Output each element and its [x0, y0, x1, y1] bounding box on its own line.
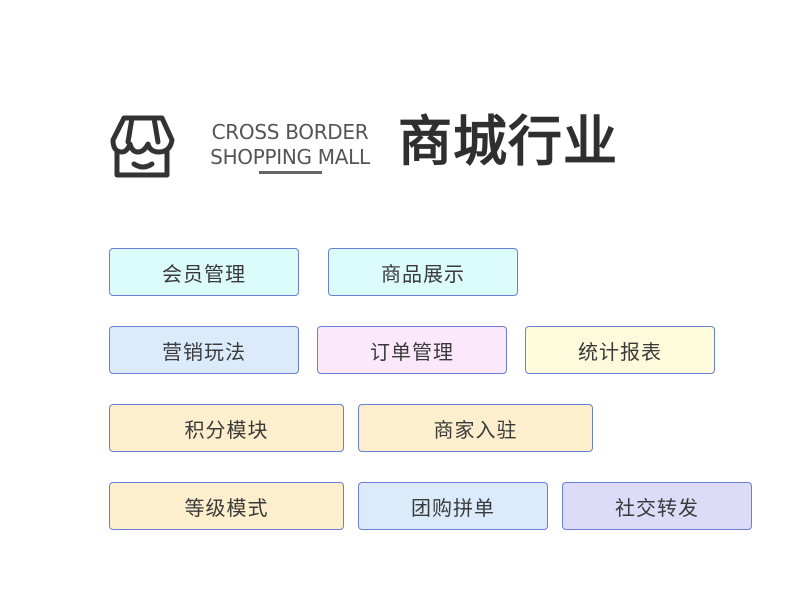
page-title: 商城行业	[398, 110, 618, 173]
tag-social-sharing[interactable]: 社交转发	[562, 482, 752, 530]
tag-member-management[interactable]: 会员管理	[109, 248, 299, 296]
storefront-icon	[110, 115, 175, 178]
tag-product-display[interactable]: 商品展示	[328, 248, 518, 296]
en-subtitle-line1: CROSS BORDER	[211, 120, 369, 144]
tag-merchant-onboarding[interactable]: 商家入驻	[358, 404, 593, 452]
tag-statistics-reports[interactable]: 统计报表	[525, 326, 715, 374]
en-subtitle-line2: SHOPPING MALL	[210, 145, 370, 169]
tag-points-module[interactable]: 积分模块	[109, 404, 344, 452]
tag-order-management[interactable]: 订单管理	[317, 326, 507, 374]
tag-level-mode[interactable]: 等级模式	[109, 482, 344, 530]
tag-marketing[interactable]: 营销玩法	[109, 326, 299, 374]
en-subtitle: CROSS BORDER SHOPPING MALL	[200, 120, 380, 170]
subtitle-underline	[259, 171, 322, 174]
tag-group-buying[interactable]: 团购拼单	[358, 482, 548, 530]
